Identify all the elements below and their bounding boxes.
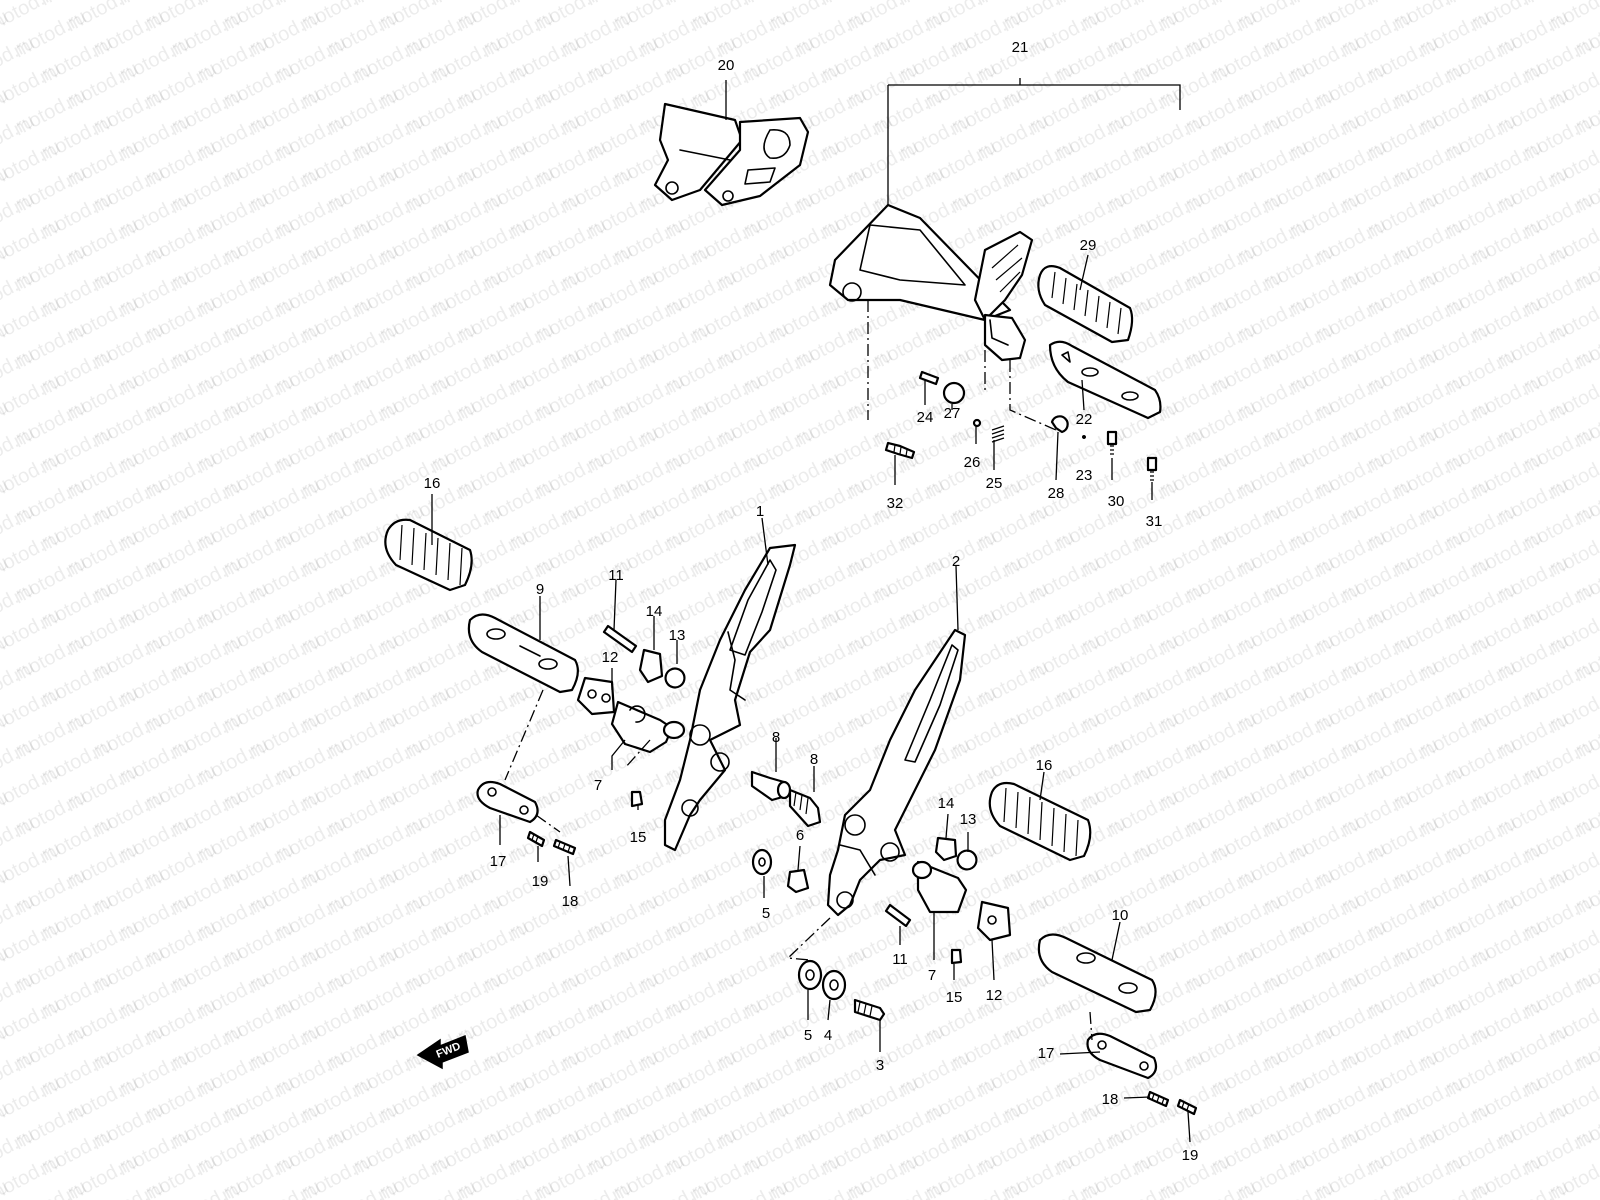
- callout-22-23-dot: •: [1081, 429, 1086, 446]
- callout-26: 26: [964, 454, 981, 471]
- callout-14-right: 14: [938, 795, 955, 812]
- callout-12-left: 12: [602, 649, 619, 666]
- callout-13-left: 13: [669, 627, 686, 644]
- callout-32: 32: [887, 495, 904, 512]
- callout-2: 2: [952, 553, 960, 570]
- callout-6: 6: [796, 827, 804, 844]
- callout-13-right: 13: [960, 811, 977, 828]
- callout-15-left: 15: [630, 829, 647, 846]
- callout-22: 22: [1076, 411, 1093, 428]
- callout-16-left: 16: [424, 475, 441, 492]
- callout-3: 3: [876, 1057, 884, 1074]
- callout-29: 29: [1080, 237, 1097, 254]
- callout-18-left: 18: [562, 893, 579, 910]
- callout-10: 10: [1112, 907, 1129, 924]
- callout-4: 4: [824, 1027, 832, 1044]
- callout-18-right: 18: [1102, 1091, 1119, 1108]
- callout-17-right: 17: [1038, 1045, 1055, 1062]
- callout-12-right: 12: [986, 987, 1003, 1004]
- callout-11-right: 11: [892, 951, 908, 968]
- callout-1: 1: [756, 503, 764, 520]
- callout-24: 24: [917, 409, 934, 426]
- callout-14-left: 14: [646, 603, 663, 620]
- callout-20: 20: [718, 57, 735, 74]
- callout-11-left: 11: [608, 567, 624, 584]
- callout-21: 21: [1012, 39, 1029, 56]
- callout-17-left: 17: [490, 853, 507, 870]
- callout-9: 9: [536, 581, 544, 598]
- callout-25: 25: [986, 475, 1003, 492]
- callout-8-a: 8: [772, 729, 780, 746]
- callout-23: 23: [1076, 467, 1093, 484]
- callout-19-left: 19: [532, 873, 549, 890]
- callout-15-right: 15: [946, 989, 963, 1006]
- callout-5-mid: 5: [762, 905, 770, 922]
- callout-5-bottom: 5: [804, 1027, 812, 1044]
- callout-8-b: 8: [810, 751, 818, 768]
- callout-7-right: 7: [928, 967, 936, 984]
- callout-31: 31: [1146, 513, 1163, 530]
- callout-19-right: 19: [1182, 1147, 1199, 1164]
- callout-30: 30: [1108, 493, 1125, 510]
- callout-27: 27: [944, 405, 961, 422]
- callout-7-left: 7: [594, 777, 602, 794]
- callout-28: 28: [1048, 485, 1065, 502]
- callout-16-right: 16: [1036, 757, 1053, 774]
